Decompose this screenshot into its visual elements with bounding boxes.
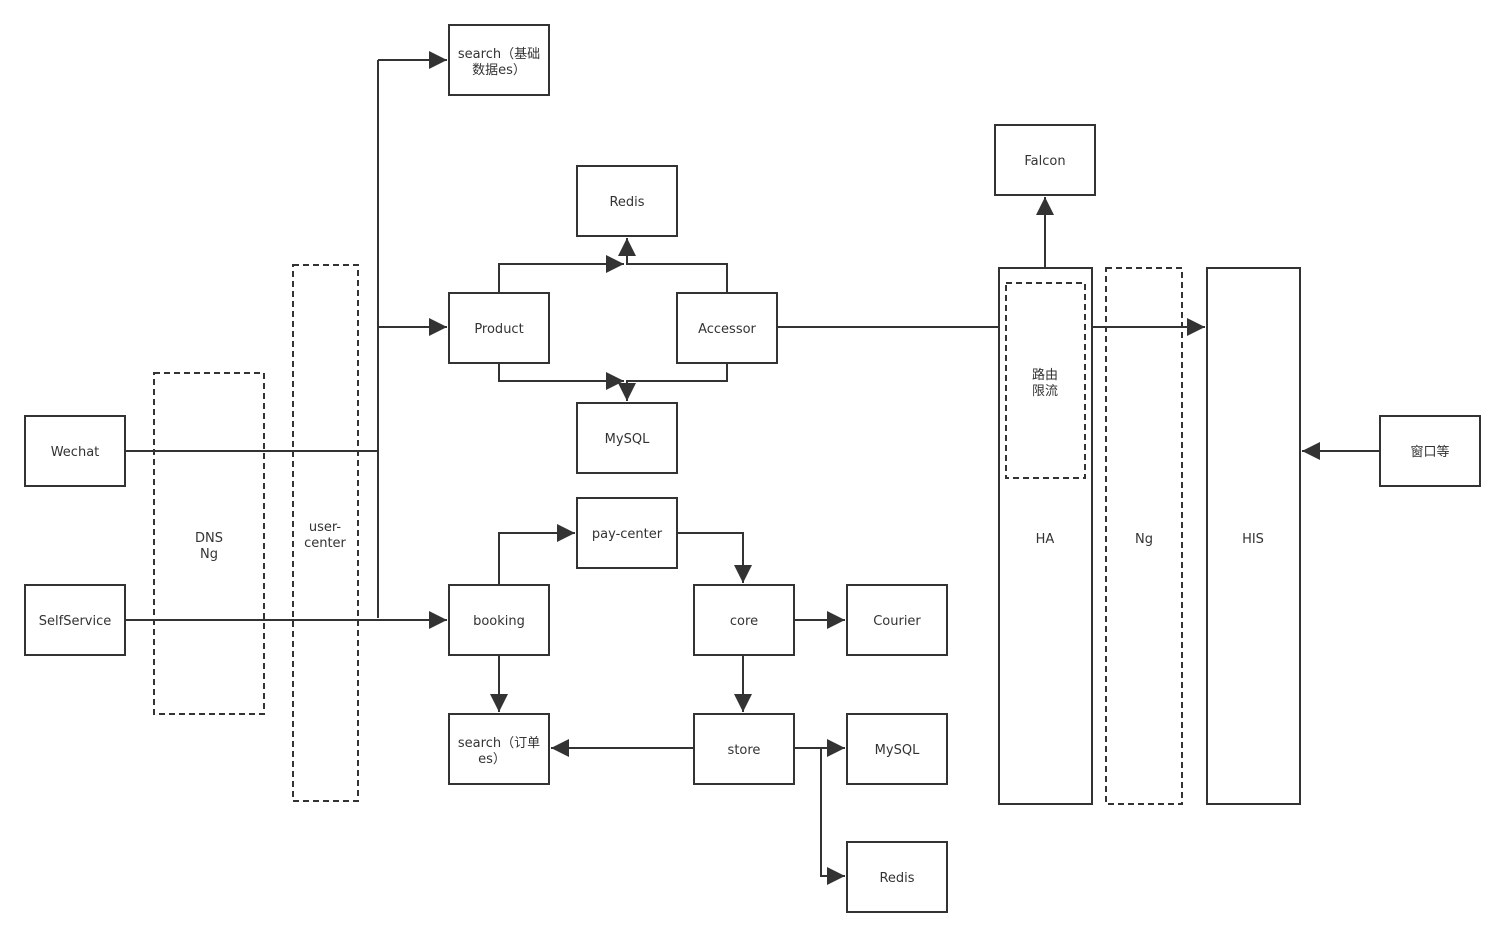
store-label: store [728,743,761,758]
product-label: Product [474,322,523,337]
edge-store-to-redis [820,748,845,885]
mysql-top-label: MySQL [605,432,650,447]
route-limit-label-line1: 路由 [1032,367,1058,383]
core-label: core [730,614,758,629]
his-node [1206,267,1301,805]
nodes: DNS Ng user- center Wechat SelfService s… [24,24,1481,913]
search-order-label-line2: es） [478,752,506,767]
selfservice-node [24,584,126,656]
edge-accessor-to-mysql [618,362,728,401]
search-basic-label-line2: 数据es） [472,63,526,78]
ng-label: Ng [1135,532,1153,547]
product-node [448,292,550,364]
ha-label: HA [1036,532,1055,547]
search-order-node [448,713,550,785]
dns-ng-region [153,372,265,715]
search-basic-label-line1: search（基础 [458,47,540,62]
edge-accessor-to-redis [618,238,728,293]
wechat-node [24,415,126,487]
falcon-node [994,124,1096,196]
user-center-region [292,264,359,802]
edge-product-to-mysql [498,362,624,390]
redis-top-node [576,165,678,237]
wechat-label: Wechat [51,445,100,460]
dns-ng-label-line2: Ng [200,547,218,562]
user-center-label-line2: center [304,536,346,551]
ha-node [998,267,1093,805]
pay-center-node [576,497,678,569]
courier-node [846,584,948,656]
edge-product-to-redis [498,255,624,293]
accessor-node [676,292,778,364]
selfservice-label: SelfService [39,614,111,629]
edge-booking-to-paycenter [498,524,575,585]
core-node [693,584,795,656]
courier-label: Courier [873,614,921,629]
window-node [1379,415,1481,487]
pay-center-label: pay-center [592,527,663,542]
window-label: 窗口等 [1410,444,1449,460]
redis-bottom-label: Redis [879,871,914,886]
edge-paycenter-to-core [677,532,752,583]
redis-bottom-node [846,841,948,913]
booking-label: booking [473,614,525,629]
user-center-label-line1: user- [309,520,342,535]
booking-node [448,584,550,656]
dns-ng-label-line1: DNS [195,531,223,546]
search-basic-node [448,24,550,96]
store-node [693,713,795,785]
route-limit-label-line2: 限流 [1032,384,1058,399]
mysql-top-node [576,402,678,474]
ng-region [1105,267,1183,805]
accessor-label: Accessor [698,322,756,337]
mysql-bottom-node [846,713,948,785]
search-order-label-line1: search（订单 [458,736,540,751]
edges [125,51,1380,885]
falcon-label: Falcon [1024,154,1065,169]
his-label: HIS [1242,532,1264,547]
redis-top-label: Redis [609,195,644,210]
route-limit-region [1005,282,1086,479]
mysql-bottom-label: MySQL [875,743,920,758]
